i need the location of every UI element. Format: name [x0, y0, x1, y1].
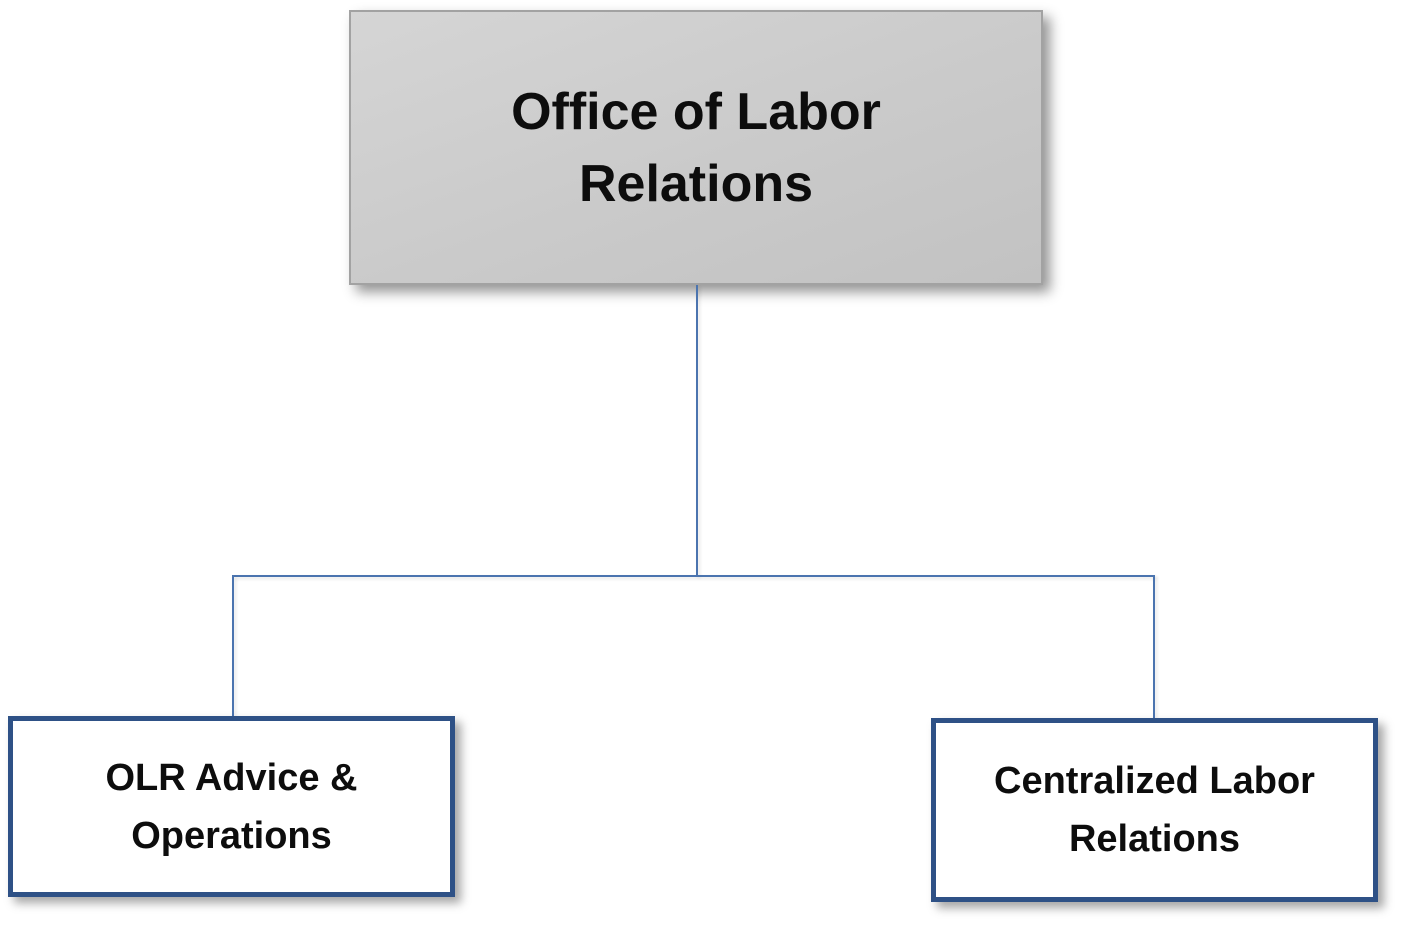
- org-node-right-label: Centralized Labor Relations: [994, 760, 1315, 860]
- org-node-centralized-labor-relations: Centralized Labor Relations: [931, 718, 1378, 902]
- connector-root-stem: [696, 285, 698, 576]
- connector-left-drop: [232, 575, 234, 716]
- org-node-left-label: OLR Advice & Operations: [105, 756, 358, 857]
- org-node-root-label: Office of Labor Relations: [511, 82, 881, 213]
- org-node-office-of-labor-relations: Office of Labor Relations: [349, 10, 1043, 285]
- connector-right-drop: [1153, 575, 1155, 718]
- org-node-olr-advice-operations: OLR Advice & Operations: [8, 716, 455, 897]
- connector-crossbar: [232, 575, 1155, 577]
